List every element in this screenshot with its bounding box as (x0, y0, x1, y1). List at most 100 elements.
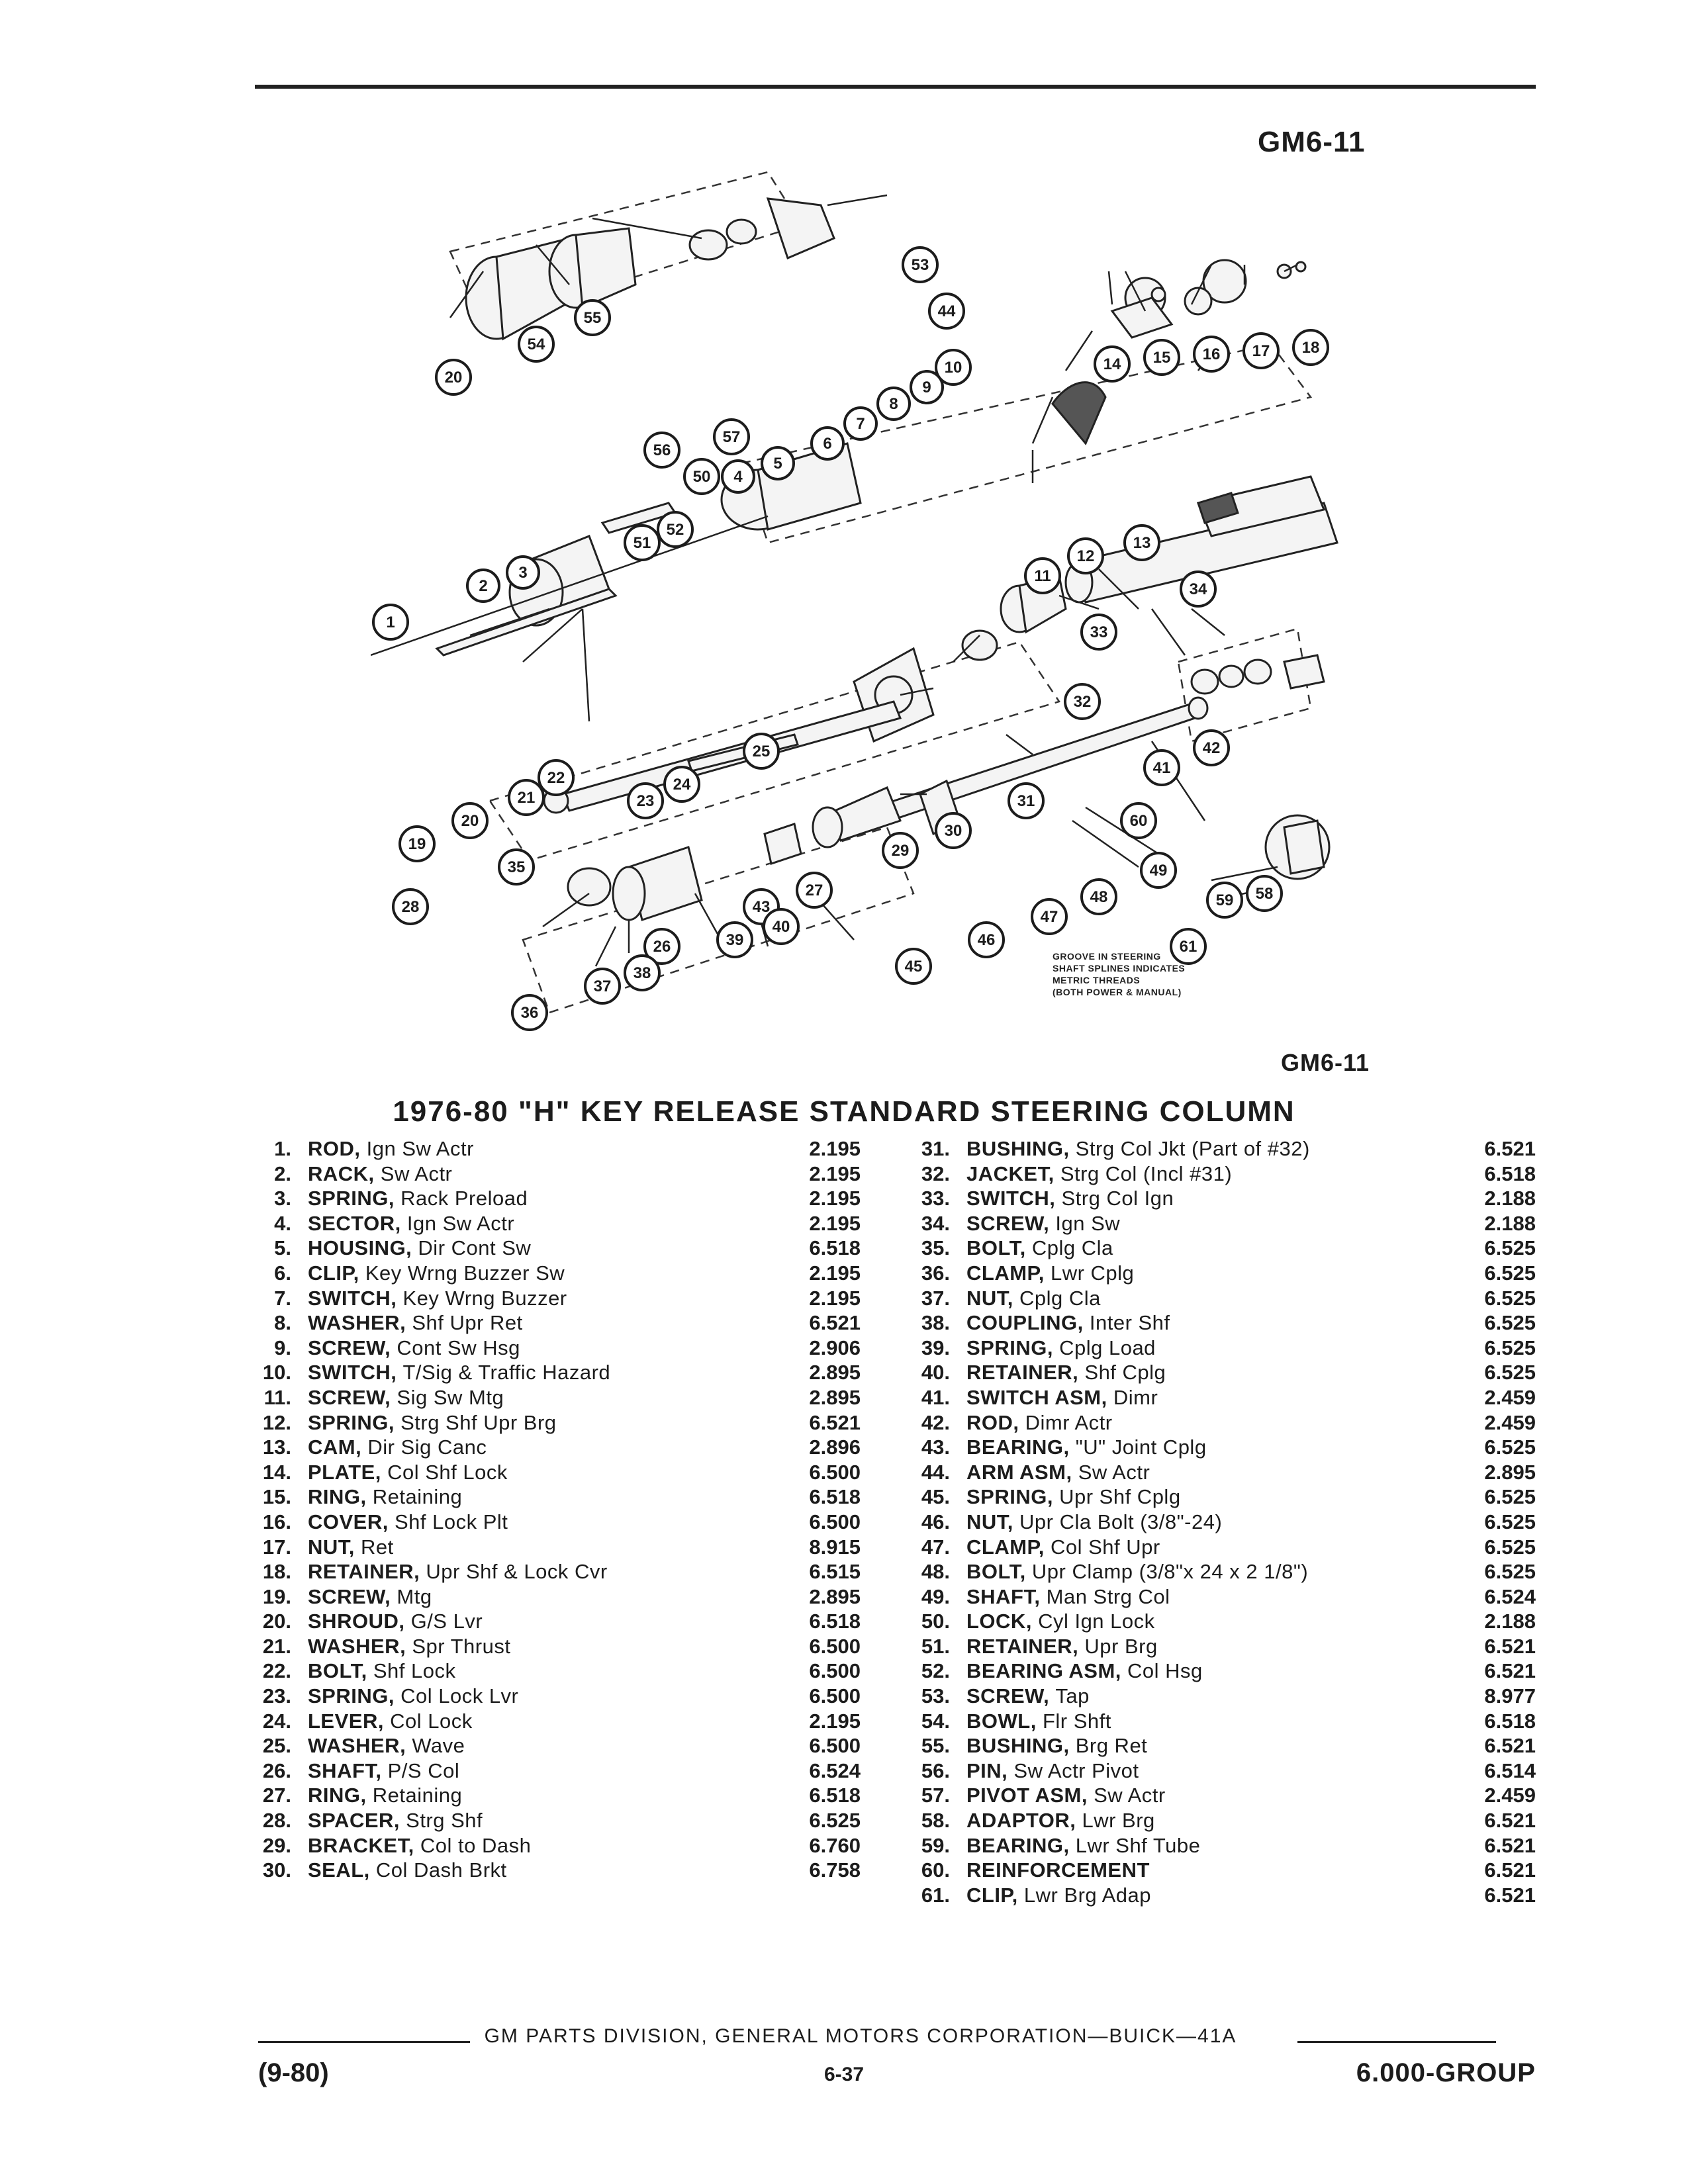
part-name: SHROUD, G/S Lvr (308, 1610, 483, 1633)
group-number: 6.514 (1484, 1758, 1536, 1782)
part-number: 10. (262, 1361, 291, 1385)
part-noun: SHAFT, (308, 1758, 382, 1782)
part-name: JACKET, Strg Col (Incl #31) (966, 1162, 1232, 1186)
part-noun: SHAFT, (966, 1584, 1041, 1608)
group-number: 2.195 (809, 1187, 861, 1210)
part-noun: COUPLING, (966, 1311, 1084, 1335)
part-description: Col Lock (390, 1709, 473, 1733)
diagram-code-bottom: GM6-11 (1281, 1049, 1370, 1076)
part-noun: BEARING ASM, (966, 1659, 1121, 1683)
part-name: COUPLING, Inter Shf (966, 1311, 1170, 1335)
part-description: Man Strg Col (1046, 1584, 1170, 1608)
footer-date: (9-80) (258, 2058, 329, 2087)
svg-text:5: 5 (773, 455, 782, 473)
svg-text:27: 27 (806, 882, 823, 899)
svg-text:11: 11 (1034, 567, 1051, 585)
part-description: Retaining (372, 1784, 463, 1807)
footer-rule-left (258, 2041, 470, 2043)
part-name: ROD, Ign Sw Actr (308, 1137, 474, 1161)
part-noun: SWITCH, (966, 1187, 1056, 1210)
part-number: 7. (274, 1286, 291, 1310)
part-noun: BOLT, (966, 1560, 1026, 1584)
part-number: 32. (921, 1161, 950, 1185)
svg-text:57: 57 (723, 428, 741, 446)
group-number: 2.895 (809, 1361, 861, 1385)
svg-text:41: 41 (1153, 759, 1171, 777)
svg-text:12: 12 (1077, 547, 1095, 565)
group-number: 2.188 (1484, 1211, 1536, 1235)
group-number: 8.915 (809, 1535, 861, 1559)
part-number: 55. (921, 1734, 950, 1758)
part-noun: RING, (308, 1784, 367, 1807)
part-description: Retaining (372, 1485, 463, 1509)
part-number: 21. (262, 1634, 291, 1658)
part-name: SEAL, Col Dash Brkt (308, 1858, 507, 1882)
part-noun: SCREW, (966, 1211, 1050, 1235)
part-name: RETAINER, Upr Shf & Lock Cvr (308, 1560, 608, 1584)
svg-text:9: 9 (922, 379, 931, 396)
part-description: Cyl Ign Lock (1038, 1610, 1155, 1633)
part-description: Cplg Cla (1019, 1286, 1101, 1310)
group-number: 6.521 (809, 1410, 861, 1434)
group-number: 6.521 (809, 1311, 861, 1335)
part-number: 50. (921, 1610, 950, 1633)
part-description: Col Lock Lvr (400, 1684, 519, 1708)
part-number: 5. (274, 1236, 291, 1260)
part-description: Col Dash Brkt (375, 1858, 507, 1882)
svg-text:50: 50 (693, 468, 711, 486)
part-noun: CLIP, (308, 1261, 359, 1285)
part-description: Col Shf Upr (1050, 1535, 1160, 1559)
part-number: 12. (262, 1410, 291, 1434)
part-noun: PLATE, (308, 1460, 381, 1484)
group-number: 6.518 (1484, 1709, 1536, 1733)
part-name: SWITCH ASM, Dimr (966, 1386, 1158, 1410)
part-description: Sig Sw Mtg (397, 1385, 504, 1409)
group-number: 6.521 (1484, 1137, 1536, 1160)
part-noun: WASHER, (308, 1634, 406, 1658)
part-description: Col Hsg (1127, 1659, 1203, 1683)
part-description: Cont Sw Hsg (397, 1336, 520, 1359)
group-number: 6.525 (1484, 1361, 1536, 1385)
part-number: 22. (262, 1659, 291, 1683)
part-number: 18. (262, 1560, 291, 1584)
part-name: CLAMP, Lwr Cplg (966, 1261, 1134, 1285)
group-number: 2.895 (1484, 1460, 1536, 1484)
svg-text:38: 38 (633, 964, 651, 982)
part-number: 44. (921, 1460, 950, 1484)
part-number: 54. (921, 1709, 950, 1733)
part-name: SPACER, Strg Shf (308, 1809, 483, 1833)
svg-text:7: 7 (856, 415, 865, 433)
part-description: Cplg Load (1059, 1336, 1156, 1359)
group-number: 8.977 (1484, 1684, 1536, 1708)
part-noun: ROD, (308, 1137, 361, 1160)
part-number: 23. (262, 1684, 291, 1708)
part-noun: SPRING, (308, 1684, 395, 1708)
group-number: 2.195 (809, 1709, 861, 1733)
part-number: 51. (921, 1634, 950, 1658)
svg-text:31: 31 (1017, 792, 1035, 810)
part-description: Upr Brg (1084, 1634, 1158, 1658)
group-number: 6.525 (1484, 1311, 1536, 1335)
svg-text:39: 39 (726, 931, 744, 949)
part-noun: WASHER, (308, 1311, 406, 1335)
part-name: SECTOR, Ign Sw Actr (308, 1212, 514, 1236)
svg-text:21: 21 (518, 789, 536, 807)
part-description: G/S Lvr (410, 1610, 483, 1633)
group-number: 6.525 (1484, 1560, 1536, 1584)
part-description: Strg Shf Upr Brg (400, 1410, 557, 1434)
part-number: 8. (274, 1311, 291, 1335)
part-number: 20. (262, 1610, 291, 1633)
svg-text:55: 55 (584, 309, 602, 327)
part-noun: ADAPTOR, (966, 1809, 1076, 1833)
